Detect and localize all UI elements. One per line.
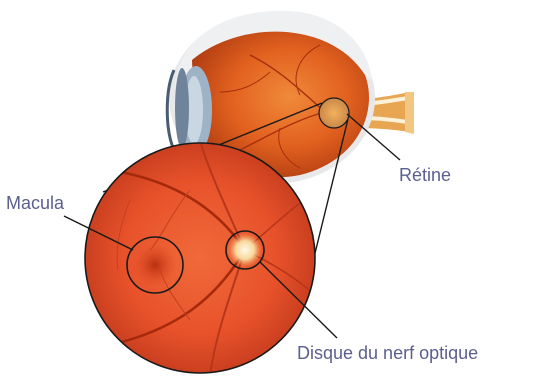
optic-disc-label: Disque du nerf optique	[297, 343, 478, 363]
retine-label: Rétine	[399, 165, 451, 185]
retina-zoom-spot	[319, 98, 349, 128]
macula-label: Macula	[6, 193, 64, 213]
